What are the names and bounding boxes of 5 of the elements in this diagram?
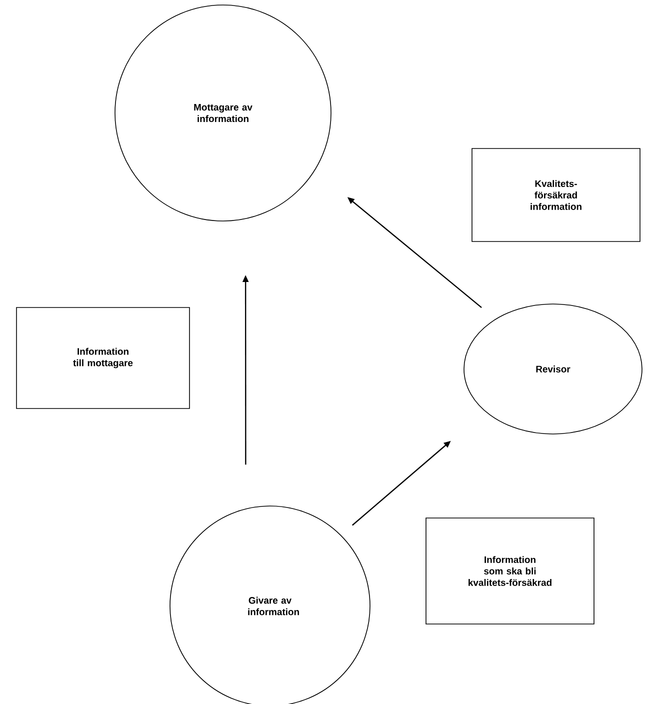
circle-node: Mottagare av information xyxy=(114,4,332,222)
text-box: Information till mottagare xyxy=(16,307,190,409)
text-box: Kvalitets-försäkrad information xyxy=(472,148,640,242)
ellipse-node: Revisor xyxy=(464,304,642,434)
text-box: Information som ska bli kvalitets-försäkrad xyxy=(426,518,594,624)
